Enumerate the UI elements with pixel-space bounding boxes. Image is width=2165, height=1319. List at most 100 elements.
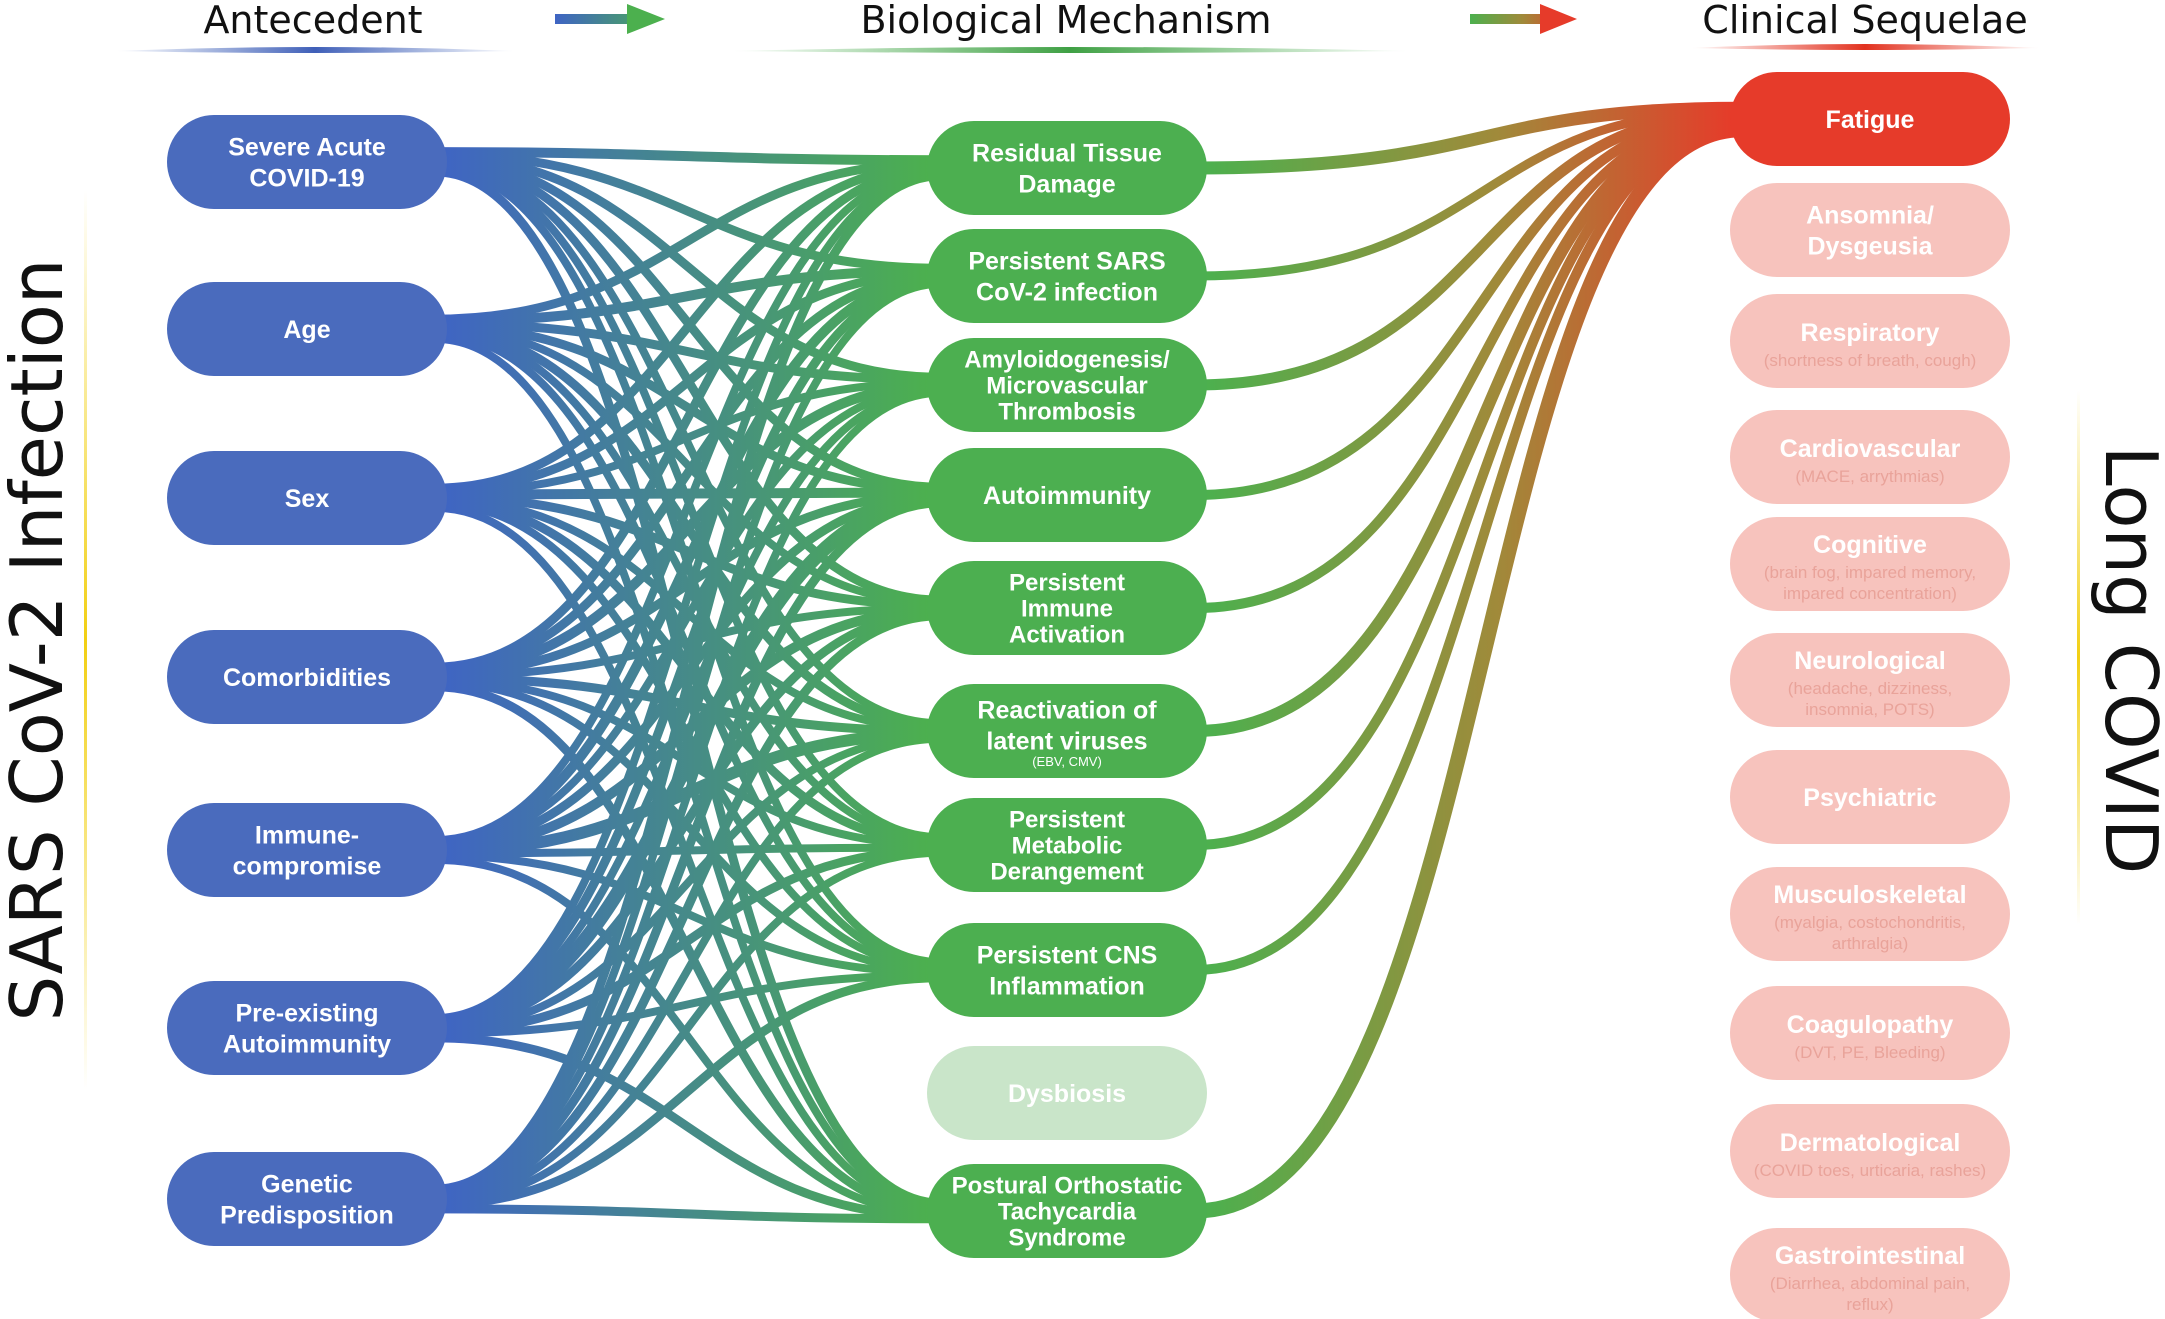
flow-link-metabolic-to-fatigue (1194, 117, 1743, 850)
mechanism-label-line-3: Syndrome (1008, 1225, 1125, 1252)
header-antecedent: Antecedent (203, 0, 422, 42)
sequela-pill (1730, 183, 2010, 277)
mechanism-label-line-1: Residual Tissue (972, 140, 1162, 168)
header-antecedent-underline (115, 47, 515, 53)
side-label-left: SARS CoV-2 Infection (0, 259, 79, 1022)
antecedent-node-immune[interactable]: Immune-compromise (167, 803, 447, 897)
flow-link-age-to-amyloid (434, 319, 942, 385)
antecedent-label-line-2: Autoimmunity (223, 1031, 391, 1059)
antecedent-label-line-1: Immune- (255, 822, 359, 850)
flow-link-sex-to-residual (434, 160, 942, 493)
flow-link-preexisting-to-immune-activation (434, 608, 942, 1032)
flow-link-genetic-to-cns (434, 973, 942, 1209)
sequela-node-respiratory[interactable]: Respiratory(shortness of breath, cough) (1730, 294, 2010, 388)
antecedent-pill (167, 451, 447, 545)
flow-link-preexisting-to-persistent-sars (434, 276, 942, 1025)
antecedent-label-line-2: COVID-19 (249, 165, 364, 193)
antecedent-pill (167, 282, 447, 376)
flow-link-autoimmunity-to-fatigue (1194, 110, 1743, 500)
sequela-sublabel-line-1: (COVID toes, urticaria, rashes) (1754, 1161, 1986, 1180)
flow-link-age-to-residual (434, 158, 942, 324)
antecedent-node-sex[interactable]: Sex (167, 451, 447, 545)
sequela-node-ansomnia[interactable]: Ansomnia/Dysgeusia (1730, 183, 2010, 277)
flow-link-immune-to-persistent-sars (434, 273, 942, 848)
mechanism-label-line-1: Dysbiosis (1008, 1080, 1126, 1108)
flow-link-comorbidities-to-residual (434, 163, 942, 672)
mechanism-pill (927, 448, 1207, 542)
mechanism-pill (927, 229, 1207, 323)
mechanism-label-line-1: Amyloidogenesis/ (964, 347, 1170, 374)
sequela-label-line-1: Dermatological (1780, 1129, 1961, 1157)
flow-link-cns-to-fatigue (1194, 120, 1743, 975)
flow-link-preexisting-to-reactivation (434, 732, 942, 1034)
sequela-node-cardiovascular[interactable]: Cardiovascular(MACE, arrythmias) (1730, 410, 2010, 504)
antecedent-label-line-1: Severe Acute (228, 134, 386, 162)
sequela-node-gastrointestinal[interactable]: Gastrointestinal(Diarrhea, abdominal pai… (1730, 1228, 2010, 1319)
flow-link-severe-to-amyloid (434, 152, 942, 382)
mechanism-label-line-2: Inflammation (989, 973, 1145, 1001)
sequela-node-musculoskeletal[interactable]: Musculoskeletal(myalgia, costochondritis… (1730, 867, 2010, 961)
sequela-label-line-1: Fatigue (1826, 106, 1915, 134)
arrow-right-icon (555, 4, 665, 34)
sequela-label-line-2: Dysgeusia (1807, 233, 1933, 261)
mechanism-label-line-3: Thrombosis (998, 399, 1135, 426)
mechanism-label-line-2: latent viruses (986, 728, 1147, 756)
sequela-sublabel-line-1: (brain fog, impared memory, (1764, 563, 1976, 582)
header-row: Antecedent Biological Mechanism Clinical… (115, 0, 2040, 53)
flow-links (434, 101, 1743, 1224)
sequela-sublabel-line-2: impared concentration) (1783, 584, 1957, 603)
flow-link-immune-to-residual (434, 166, 942, 845)
mechanism-label-line-3: Activation (1009, 622, 1125, 649)
flow-link-preexisting-to-cns (434, 971, 942, 1038)
flow-link-immune-to-amyloid (434, 383, 942, 849)
flow-link-comorbidities-to-amyloid (434, 380, 942, 677)
sequela-sublabel-line-1: (Diarrhea, abdominal pain, (1770, 1274, 1970, 1293)
flow-link-genetic-to-immune-activation (434, 611, 942, 1203)
mechanism-label-line-1: Postural Orthostatic (952, 1173, 1183, 1200)
mechanism-label-line-1: Reactivation of (977, 697, 1157, 725)
sequela-node-fatigue[interactable]: Fatigue (1730, 72, 2010, 166)
mechanism-pill (927, 684, 1207, 778)
sequela-node-psychiatric[interactable]: Psychiatric (1730, 750, 2010, 844)
mechanism-label-line-1: Persistent (1009, 807, 1125, 834)
sequela-pill (1730, 867, 2010, 961)
flow-link-age-to-persistent-sars (434, 265, 942, 327)
nodes: Severe AcuteCOVID-19AgeSexComorbiditiesI… (167, 72, 2010, 1319)
mechanism-label-line-2: Metabolic (1012, 833, 1123, 860)
sequela-pill (1730, 410, 2010, 504)
flow-link-preexisting-to-residual (434, 169, 942, 1023)
sequela-sublabel-line-1: (MACE, arrythmias) (1795, 467, 1944, 486)
sequela-pill (1730, 750, 2010, 844)
sequela-node-coagulopathy[interactable]: Coagulopathy(DVT, PE, Bleeding) (1730, 986, 2010, 1080)
side-label-right-rule (2077, 390, 2080, 925)
flow-link-sex-to-amyloid (434, 378, 942, 497)
mechanism-node-autoimmunity[interactable]: Autoimmunity (927, 448, 1207, 542)
sequela-label-line-1: Psychiatric (1803, 784, 1937, 812)
sequela-node-cognitive[interactable]: Cognitive(brain fog, impared memory,impa… (1730, 517, 2010, 611)
header-mechanism: Biological Mechanism (860, 0, 1271, 42)
antecedent-node-age[interactable]: Age (167, 282, 447, 376)
flow-link-comorbidities-to-pots (434, 682, 942, 1216)
antecedent-label-line-1: Age (283, 316, 330, 344)
side-label-right-group: Long COVID (2077, 390, 2165, 925)
sequela-node-dermatological[interactable]: Dermatological (COVID toes, urticaria, ra… (1730, 1104, 2010, 1198)
mechanism-pill (927, 923, 1207, 1017)
mechanism-node-dysbiosis[interactable]: Dysbiosis (927, 1046, 1207, 1140)
side-label-left-rule (84, 190, 87, 1090)
sequela-node-neurological[interactable]: Neurological(headache, dizziness,insomni… (1730, 633, 2010, 727)
sequela-label-line-1: Musculoskeletal (1773, 881, 1966, 909)
antecedent-node-comorbidities[interactable]: Comorbidities (167, 630, 447, 724)
flow-link-genetic-to-persistent-sars (434, 279, 942, 1196)
mechanism-pill (927, 121, 1207, 215)
